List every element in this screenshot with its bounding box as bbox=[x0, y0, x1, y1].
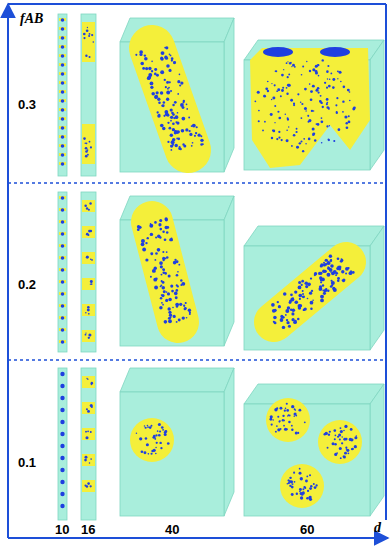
micelle bbox=[280, 464, 324, 508]
core-domains bbox=[84, 456, 92, 464]
frame-right bbox=[385, 4, 387, 520]
micelle bbox=[318, 420, 362, 464]
core-domains bbox=[90, 280, 93, 285]
micelle bbox=[250, 48, 370, 168]
column-value: 60 bbox=[300, 523, 314, 536]
axis-title: fAB bbox=[20, 12, 43, 26]
micelle bbox=[266, 398, 310, 442]
core-domains bbox=[84, 202, 91, 210]
core-domains bbox=[85, 306, 90, 315]
x-axis bbox=[8, 537, 388, 539]
core-domains bbox=[136, 423, 170, 455]
micelle bbox=[271, 255, 355, 329]
core-cap bbox=[263, 47, 293, 57]
core-domains bbox=[86, 378, 93, 385]
core-cap bbox=[320, 47, 350, 57]
tube bbox=[81, 14, 96, 176]
row-value: 0.2 bbox=[18, 278, 36, 291]
core-domains bbox=[269, 403, 305, 435]
simulation-box bbox=[244, 226, 384, 350]
core-domains bbox=[84, 482, 91, 488]
tube bbox=[81, 368, 96, 520]
simulation-box bbox=[120, 196, 234, 346]
row-divider bbox=[8, 182, 386, 184]
column-value: 10 bbox=[55, 523, 69, 536]
core-domains bbox=[287, 468, 318, 501]
micelle bbox=[137, 217, 191, 323]
frame-top bbox=[8, 3, 386, 5]
axis-title: d bbox=[374, 521, 381, 535]
column-value: 16 bbox=[81, 523, 95, 536]
simulation-box bbox=[244, 40, 384, 170]
row-value: 0.3 bbox=[18, 98, 36, 111]
simulation-box bbox=[120, 18, 234, 172]
micelle bbox=[130, 418, 174, 462]
row-value: 0.1 bbox=[18, 456, 36, 469]
core-domains bbox=[83, 27, 94, 58]
column-value: 40 bbox=[165, 523, 179, 536]
core-domains bbox=[85, 332, 92, 339]
thin-tube bbox=[58, 14, 67, 176]
row-divider bbox=[8, 359, 386, 361]
core-domains bbox=[83, 137, 92, 157]
core-domains bbox=[85, 431, 92, 440]
core-domains bbox=[323, 425, 357, 459]
micelle bbox=[135, 46, 203, 151]
simulation-box bbox=[244, 384, 384, 516]
thin-tube bbox=[58, 368, 67, 520]
core-domains bbox=[86, 256, 93, 261]
frame bbox=[8, 4, 388, 538]
tube bbox=[81, 192, 96, 352]
y-axis bbox=[7, 4, 9, 538]
simulation-box bbox=[120, 368, 234, 516]
core-domains bbox=[86, 404, 93, 413]
thin-tube bbox=[58, 192, 67, 352]
core-domains bbox=[254, 59, 355, 152]
core-domains bbox=[86, 230, 92, 236]
